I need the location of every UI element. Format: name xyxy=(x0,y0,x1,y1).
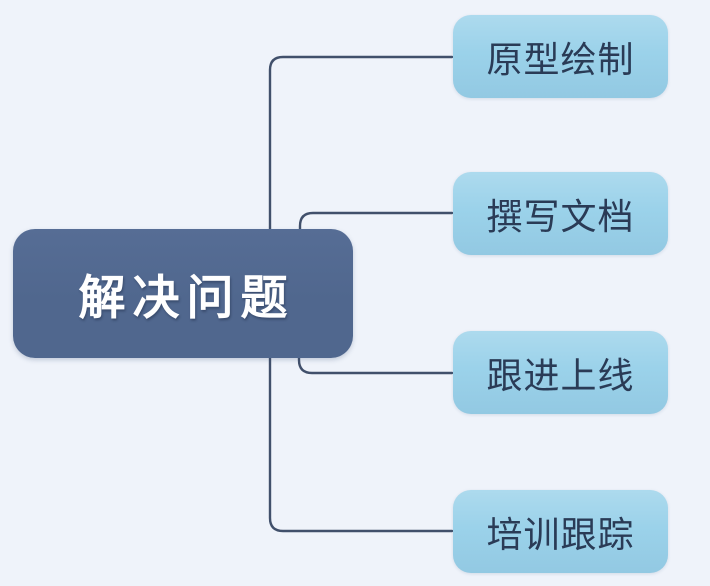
child-node-follow-launch[interactable]: 跟进上线 xyxy=(453,331,668,414)
child-node-label: 撰写文档 xyxy=(486,195,635,237)
connector-root-to-prototype xyxy=(268,55,454,234)
child-node-training-tracking[interactable]: 培训跟踪 xyxy=(453,490,668,573)
connector-root-to-training xyxy=(268,353,454,533)
root-node[interactable]: 解决问题 xyxy=(13,229,353,358)
connector-root-to-launch xyxy=(297,353,454,375)
connector-root-to-docs xyxy=(298,211,454,234)
root-node-label: 解决问题 xyxy=(78,271,295,324)
child-node-label: 培训跟踪 xyxy=(486,513,635,555)
child-node-write-docs[interactable]: 撰写文档 xyxy=(453,172,668,255)
child-node-label: 原型绘制 xyxy=(486,38,635,80)
child-node-prototype-drawing[interactable]: 原型绘制 xyxy=(453,15,668,98)
child-node-label: 跟进上线 xyxy=(486,354,635,396)
